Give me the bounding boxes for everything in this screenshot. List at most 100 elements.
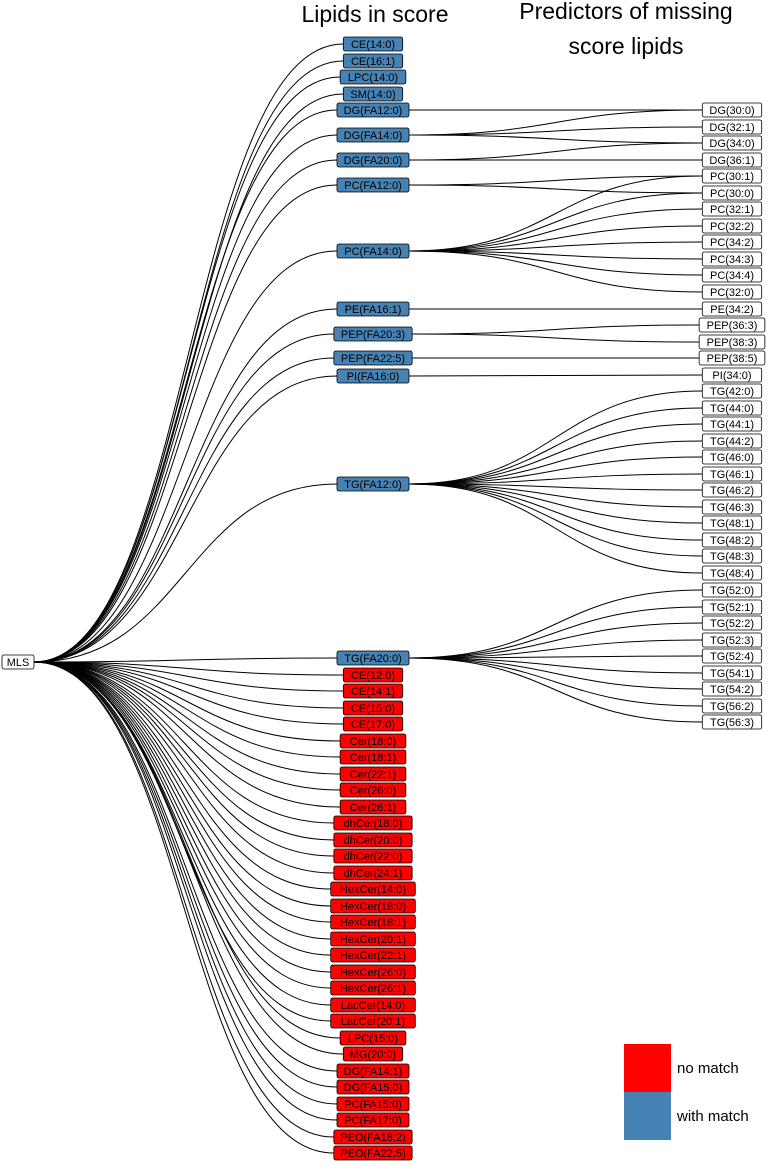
edge-tg-fa20-0-to-tg-54-1 bbox=[408, 657, 703, 674]
predictor-node-tg-46-1: TG(46:1) bbox=[701, 466, 763, 482]
edge-pc-fa14-0-to-pc-34-4 bbox=[408, 250, 703, 276]
predictor-node-tg-44-0-box bbox=[701, 400, 763, 416]
predictor-node-tg-44-1-label: TG(44:1) bbox=[710, 419, 754, 431]
score-node-ce-16-1-label: CE(16:1) bbox=[351, 56, 395, 68]
score-node-pe-fa16-1: PE(FA16:1) bbox=[336, 301, 410, 317]
edge-tg-fa12-0-to-tg-48-2 bbox=[408, 483, 703, 541]
edge-mls-cer-18-1 bbox=[33, 661, 341, 758]
predictor-node-tg-52-0-label: TG(52:0) bbox=[710, 585, 754, 597]
predictor-node-tg-54-1-label: TG(54:1) bbox=[710, 668, 754, 680]
edge-mls-pc-fa15-0 bbox=[33, 661, 338, 1105]
score-node-tg-fa20-0-label: TG(FA20:0) bbox=[344, 653, 401, 665]
predictor-node-tg-48-2-label: TG(48:2) bbox=[710, 535, 754, 547]
edge-dg-fa14-0-to-dg-32-1 bbox=[408, 126, 703, 136]
score-node-ce-17-0-box bbox=[342, 716, 404, 732]
edge-mls-dg-fa14-1 bbox=[33, 661, 338, 1072]
edge-tg-fa12-0-to-tg-48-1 bbox=[408, 483, 703, 524]
header-score-lipids: Lipids in score bbox=[301, 1, 448, 27]
predictor-node-pc-34-3: PC(34:3) bbox=[701, 251, 763, 267]
score-node-dhcer-22-0-box bbox=[333, 848, 413, 864]
score-node-dhcer-24-1-box bbox=[333, 865, 413, 881]
edge-pc-fa12-0-to-pc-30-1 bbox=[408, 175, 703, 186]
edge-mls-pc-fa17-0 bbox=[33, 661, 338, 1121]
score-node-lpc-14-0-label: LPC(14:0) bbox=[348, 72, 398, 84]
edge-pc-fa14-0-to-pc-32-1 bbox=[408, 208, 703, 252]
edge-mls-hexcer-18-1 bbox=[33, 661, 331, 923]
edge-mls-tg-fa12-0 bbox=[33, 483, 338, 663]
score-node-laccer-14-0-box bbox=[330, 997, 416, 1013]
score-node-ce-14-0-box bbox=[342, 36, 404, 52]
score-node-pi-fa16-0: PI(FA16:0) bbox=[336, 368, 410, 384]
edge-mls-cer-26-0 bbox=[33, 661, 341, 791]
predictor-node-tg-52-3: TG(52:3) bbox=[701, 632, 763, 648]
score-node-dhcer-20-0-box bbox=[333, 832, 413, 848]
predictor-node-tg-56-3-box bbox=[701, 714, 763, 730]
score-node-dhcer-18-0-label: dhCer(18:0) bbox=[344, 818, 403, 830]
predictor-node-dg-32-1-label: DG(32:1) bbox=[709, 122, 754, 134]
predictor-node-tg-48-1-label: TG(48:1) bbox=[710, 518, 754, 530]
score-node-hexcer-14-0-label: HexCer(14:0) bbox=[340, 884, 406, 896]
edge-mls-dhcer-22-0 bbox=[33, 661, 334, 857]
score-node-cer-26-0-box bbox=[339, 782, 407, 798]
score-node-lpc-14-0: LPC(14:0) bbox=[339, 69, 407, 85]
predictor-node-pep-36-3-label: PEP(36:3) bbox=[707, 320, 758, 332]
score-node-hexcer-26-0-label: HexCer(26:0) bbox=[340, 967, 406, 979]
predictor-node-pc-34-2-label: PC(34:2) bbox=[710, 237, 754, 249]
score-node-dg-fa20-0-label: DG(FA20:0) bbox=[344, 155, 403, 167]
predictor-node-tg-48-2: TG(48:2) bbox=[701, 532, 763, 548]
edge-mls-pe-fa16-1 bbox=[33, 308, 338, 663]
edge-mls-ce-14-1 bbox=[33, 661, 344, 692]
predictor-node-tg-52-2-label: TG(52:2) bbox=[710, 618, 754, 630]
score-node-peo-fa22-5: PEO(FA22:5) bbox=[333, 1145, 413, 1161]
predictor-node-pep-38-5: PEP(38:5) bbox=[698, 350, 766, 366]
score-node-dg-fa15-0-label: DG(FA15:0) bbox=[344, 1082, 403, 1094]
score-node-dg-fa15-0-box bbox=[336, 1079, 410, 1095]
predictor-node-tg-56-3: TG(56:3) bbox=[701, 714, 763, 730]
score-node-dg-fa20-0-box bbox=[336, 152, 410, 168]
predictor-node-pc-30-0-label: PC(30:0) bbox=[710, 188, 754, 200]
predictor-node-pe-34-2-box bbox=[701, 301, 763, 317]
predictor-node-tg-44-2-label: TG(44:2) bbox=[710, 436, 754, 448]
edge-mls-pc-fa12-0 bbox=[33, 184, 338, 663]
score-node-cer-22-1-box bbox=[339, 766, 407, 782]
score-node-peo-fa18-2-label: PEO(FA18:2) bbox=[340, 1132, 405, 1144]
score-node-pc-fa17-0-box bbox=[336, 1112, 410, 1128]
edge-mls-dg-fa12-0 bbox=[33, 109, 338, 663]
edge-pc-fa14-0-to-pc-34-3 bbox=[408, 250, 703, 260]
predictor-node-dg-36-1-label: DG(36:1) bbox=[709, 155, 754, 167]
edge-mls-hexcer-18-0 bbox=[33, 661, 331, 907]
edge-mls-hexcer-20-1 bbox=[33, 661, 331, 940]
score-node-cer-26-1-label: Cer(26:1) bbox=[350, 802, 396, 814]
score-node-ce-15-0-box bbox=[342, 700, 404, 716]
score-node-peo-fa18-2: PEO(FA18:2) bbox=[333, 1129, 413, 1145]
predictor-node-pep-38-3-box bbox=[698, 334, 766, 350]
score-node-ce-17-0-label: CE(17:0) bbox=[351, 719, 395, 731]
score-node-tg-fa12-0: TG(FA12:0) bbox=[336, 476, 410, 492]
score-node-cer-18-0-box bbox=[339, 733, 407, 749]
predictor-node-tg-46-2: TG(46:2) bbox=[701, 482, 763, 498]
predictor-node-pc-34-4-box bbox=[701, 267, 763, 283]
predictor-node-pi-34-0-box bbox=[701, 367, 763, 383]
score-node-dhcer-24-1: dhCer(24:1) bbox=[333, 865, 413, 881]
score-node-ce-12-0: CE(12:0) bbox=[342, 667, 404, 683]
predictor-node-tg-48-2-box bbox=[701, 532, 763, 548]
edge-tg-fa12-0-to-tg-44-1 bbox=[408, 423, 703, 485]
predictor-node-tg-54-1-box bbox=[701, 665, 763, 681]
score-node-ce-14-1-box bbox=[342, 683, 404, 699]
score-node-dg-fa14-1: DG(FA14:1) bbox=[336, 1063, 410, 1079]
score-node-laccer-20-1: LacCer(20:1) bbox=[330, 1013, 416, 1029]
edge-mls-cer-26-1 bbox=[33, 661, 341, 808]
score-node-cer-18-1-label: Cer(18:1) bbox=[350, 752, 396, 764]
score-node-pc-fa17-0-label: PC(FA17:0) bbox=[344, 1115, 401, 1127]
predictor-node-pep-36-3: PEP(36:3) bbox=[698, 317, 766, 333]
edge-mls-peo-fa18-2 bbox=[33, 661, 334, 1138]
predictor-node-tg-56-2-box bbox=[701, 698, 763, 714]
edge-tg-fa20-0-to-tg-56-3 bbox=[408, 657, 703, 723]
score-node-laccer-14-0: LacCer(14:0) bbox=[330, 997, 416, 1013]
score-node-peo-fa18-2-box bbox=[333, 1129, 413, 1145]
edge-tg-fa20-0-to-tg-52-2 bbox=[408, 622, 703, 659]
score-node-dhcer-18-0: dhCer(18:0) bbox=[333, 815, 413, 831]
score-node-peo-fa22-5-label: PEO(FA22:5) bbox=[340, 1148, 405, 1160]
predictor-node-tg-52-0-box bbox=[701, 582, 763, 598]
